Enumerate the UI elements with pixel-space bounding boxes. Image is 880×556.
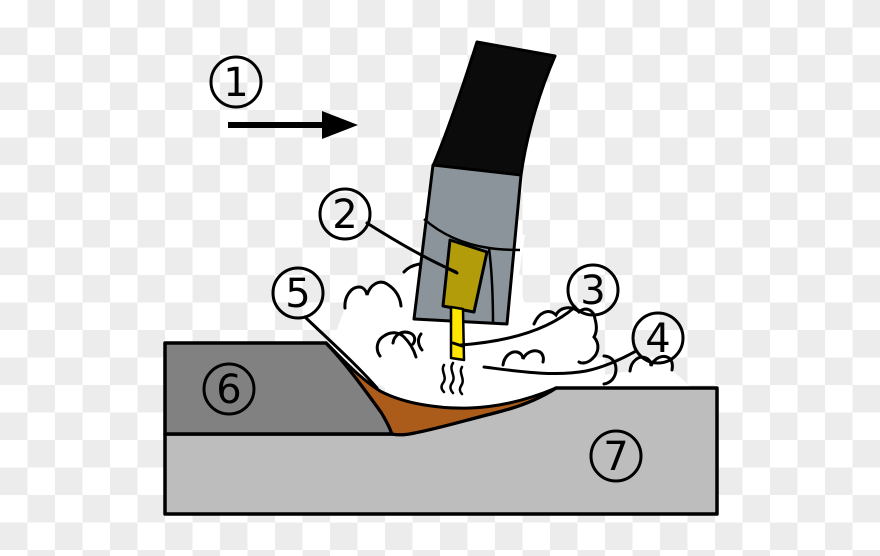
- label-4-number: 4: [645, 316, 670, 362]
- pointer-line-5: [303, 315, 379, 390]
- pointer-line-4: [482, 349, 638, 376]
- pointer-line-3: [459, 305, 577, 347]
- label-3-number: 3: [580, 268, 605, 314]
- smoke-hook: [391, 330, 417, 346]
- torch-body-seam: [423, 218, 521, 252]
- pointer-tick-2: [447, 267, 459, 275]
- label-6-number: 6: [216, 367, 241, 413]
- label-4-circle: [631, 311, 685, 365]
- label-1-circle: [209, 55, 263, 109]
- torch-cable: [431, 40, 557, 177]
- smoke-puff-left: [343, 280, 403, 310]
- torch-body-edge: [487, 247, 495, 325]
- pointer-lines: [303, 221, 638, 390]
- pointer-tick-3: [451, 341, 464, 348]
- label-1-number: 1: [223, 60, 248, 106]
- smoke-cloud-right: [532, 306, 600, 365]
- label-1-badge: 1: [209, 55, 263, 109]
- label-5-badge: 5: [271, 266, 325, 320]
- heat-wave: [458, 365, 464, 396]
- smoke-puff-small: [501, 349, 545, 367]
- label-2-circle: [318, 187, 372, 241]
- electrode-wire: [449, 305, 466, 362]
- label-4-badge: 4: [631, 311, 685, 365]
- label-6-badge: 6: [202, 362, 256, 416]
- label-2-badge: 2: [318, 187, 372, 241]
- label-badges: 1 2 3 4 5 6 7: [202, 55, 685, 483]
- arc-heat-waves: [440, 361, 464, 396]
- smoke-wavelet: [417, 332, 424, 352]
- contact-tip: [441, 238, 489, 314]
- heat-wave: [440, 363, 446, 394]
- smoke-curl: [602, 354, 618, 386]
- smoke-puff-mid: [375, 331, 418, 359]
- weld-pool: [324, 341, 558, 437]
- smoke-swirls: [343, 262, 674, 386]
- arrow-head: [322, 111, 358, 139]
- label-6-circle: [202, 362, 256, 416]
- label-2-number: 2: [332, 192, 357, 238]
- travel-direction-arrow: [228, 111, 358, 139]
- label-7-badge: 7: [589, 429, 643, 483]
- label-3-circle: [566, 263, 620, 317]
- label-5-number: 5: [285, 271, 310, 317]
- label-5-circle: [271, 266, 325, 320]
- label-3-badge: 3: [566, 263, 620, 317]
- label-7-number: 7: [603, 434, 628, 480]
- heat-wave: [449, 361, 455, 395]
- label-7-circle: [589, 429, 643, 483]
